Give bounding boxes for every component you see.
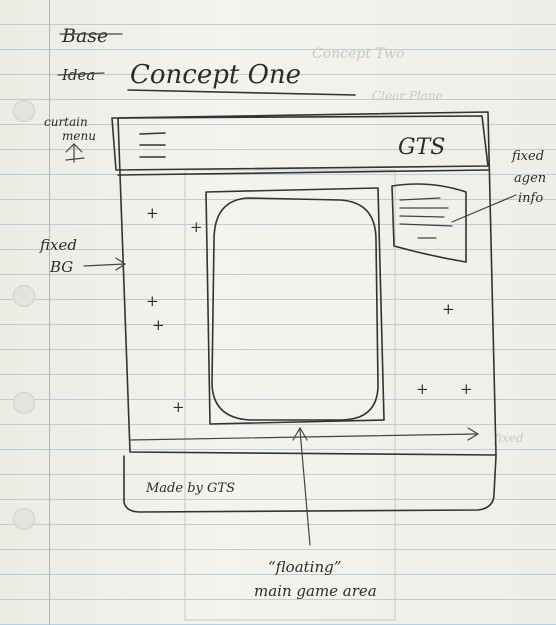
annotation-fixed: fixed (39, 236, 77, 254)
margin-line (49, 0, 50, 625)
arrow-right-icon (83, 257, 127, 271)
arrow-right-icon (467, 427, 480, 441)
struck-heading: Idea (61, 66, 95, 84)
annotation-pointer-line (451, 194, 517, 223)
annotation-bg: BG (49, 258, 73, 276)
star-marker: + (152, 316, 165, 334)
strike-line (57, 72, 105, 76)
punch-hole (13, 392, 35, 414)
star-marker: + (146, 204, 159, 222)
hamburger-menu-icon (139, 132, 166, 158)
star-marker: + (460, 380, 473, 398)
annotation-fixed-info: fixed (511, 149, 544, 164)
star-marker: + (190, 218, 203, 236)
punch-hole (13, 285, 35, 307)
punch-hole (13, 100, 35, 122)
annotation-curtain: curtain (44, 115, 88, 129)
annotation-menu: menu (62, 129, 96, 143)
header-bar (111, 115, 489, 171)
game-area-frame (205, 187, 385, 425)
arrow-up-icon (292, 426, 311, 546)
ghost-text: fixed (493, 431, 524, 445)
header-shadow-line (117, 169, 489, 176)
screen-frame (117, 111, 497, 456)
footer-credit: Made by GTS (145, 481, 235, 496)
info-panel (391, 183, 467, 263)
ghost-text: Clear Plane (372, 89, 443, 103)
annotation-info: info (518, 191, 543, 206)
star-marker: + (172, 398, 185, 416)
title-underline (127, 89, 356, 96)
footer-frame (123, 455, 497, 513)
annotation-main-area: main game area (254, 582, 377, 600)
struck-heading: Base (61, 25, 108, 47)
star-marker: + (442, 300, 455, 318)
annotation-floating: “floating” (268, 558, 341, 576)
star-marker: + (416, 380, 429, 398)
page-title: Concept One (130, 60, 301, 90)
footer-divider (129, 433, 477, 441)
game-area-inner (211, 197, 379, 421)
header-logo: GTS (398, 135, 445, 160)
ghost-text: Concept Two (312, 46, 405, 62)
info-panel-icon (399, 197, 453, 239)
punch-hole (13, 508, 35, 530)
arrow-up-icon (65, 143, 85, 163)
annotation-agen: agen (514, 171, 546, 186)
ghost-sketch (184, 169, 396, 621)
star-marker: + (146, 292, 159, 310)
